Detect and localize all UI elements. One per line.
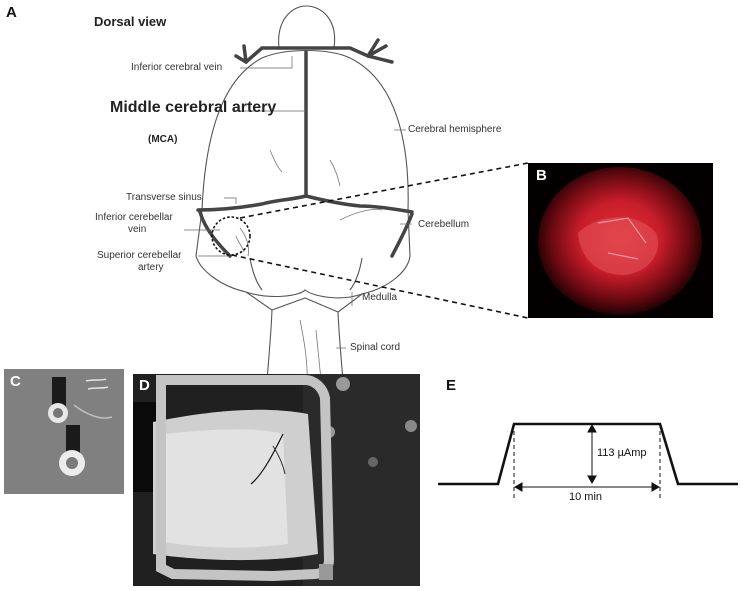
- panel-a-title: Dorsal view: [94, 14, 167, 29]
- panel-a-letter: A: [6, 4, 17, 21]
- duration-label: 10 min: [569, 491, 603, 503]
- animal-headpiece-image: [133, 374, 420, 586]
- label-cerebral-hemisphere: Cerebral hemisphere: [408, 124, 502, 135]
- frontal-vessels: [244, 46, 394, 64]
- cerebellum-outline: [245, 289, 363, 299]
- label-spinal-cord: Spinal cord: [350, 342, 401, 353]
- label-inferior-cerebellar-vein-1: Inferior cerebellar: [95, 212, 173, 223]
- region-of-interest-circle: [211, 216, 251, 256]
- label-superior-cerebellar-artery-2: artery: [138, 262, 164, 273]
- label-medulla: Medulla: [362, 292, 398, 303]
- panel-d-letter: D: [139, 377, 150, 394]
- label-inferior-cerebellar-vein-2: vein: [128, 224, 147, 235]
- zoom-line-bottom: [231, 254, 529, 319]
- panel-c-photo: C: [4, 369, 124, 494]
- label-cerebellum: Cerebellum: [418, 219, 470, 230]
- electrodes-image: [4, 369, 124, 494]
- panel-b-photo: B: [528, 163, 713, 318]
- label-transverse-sinus: Transverse sinus: [126, 192, 202, 203]
- zoom-line-top: [239, 162, 529, 219]
- microscope-image: [528, 163, 713, 318]
- label-mca-abbr: (MCA): [148, 134, 178, 145]
- amplitude-label: 113 µAmp: [597, 447, 647, 459]
- label-inferior-cerebral-vein: Inferior cerebral vein: [131, 62, 223, 73]
- panel-c-letter: C: [10, 373, 21, 390]
- panel-e-letter: E: [446, 377, 457, 394]
- olfactory-bulb-outline: [278, 5, 336, 49]
- transverse-sinus: [196, 194, 414, 214]
- panel-d-photo: D: [133, 374, 420, 586]
- waveform-trace: [438, 422, 738, 486]
- inferior-cerebellar-vein-line: [198, 210, 414, 258]
- panel-b-letter: B: [536, 167, 547, 184]
- label-superior-cerebellar-artery-1: Superior cerebellar: [97, 250, 182, 261]
